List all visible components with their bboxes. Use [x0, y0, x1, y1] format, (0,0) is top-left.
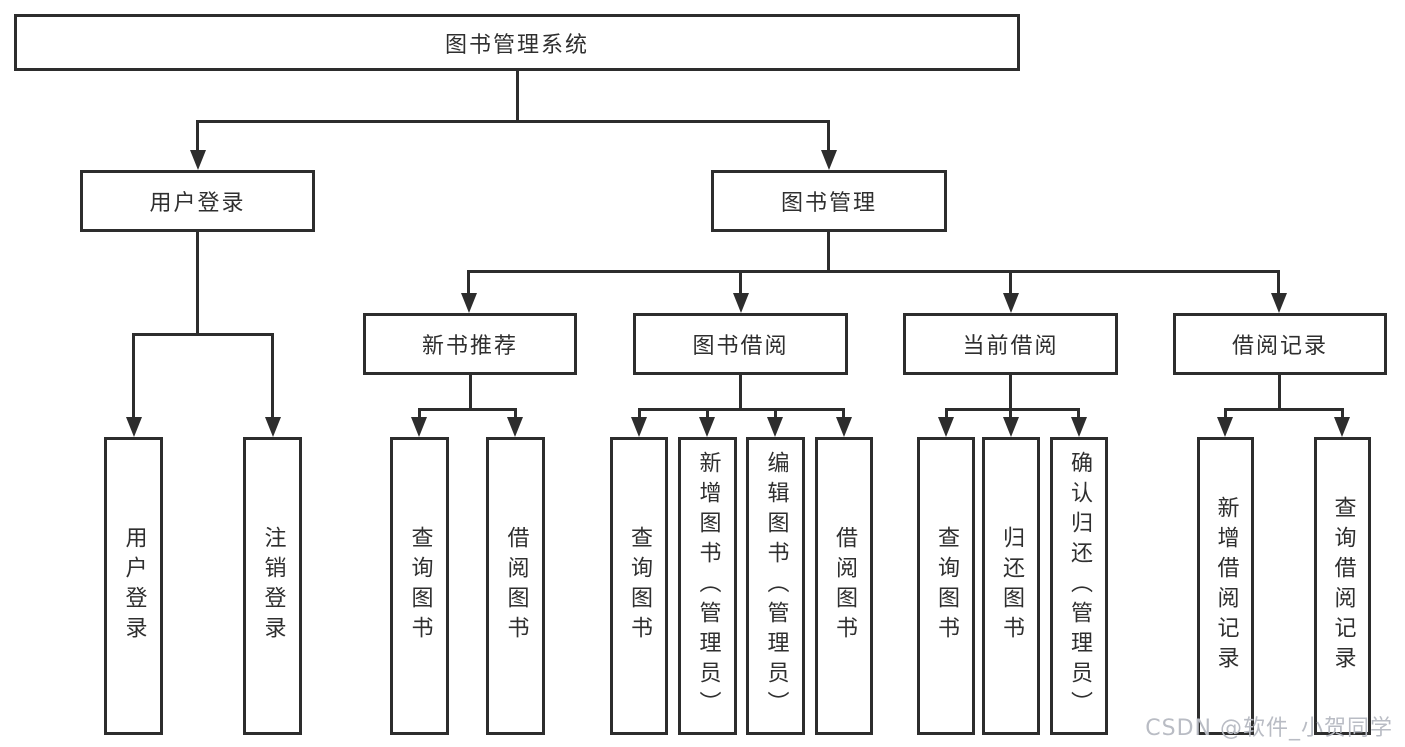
connector-line [271, 333, 274, 417]
node-root: 图书管理系统 [14, 14, 1020, 71]
connector-line [467, 270, 470, 293]
node-book-management: 图书管理 [711, 170, 947, 232]
connector-line [196, 232, 199, 333]
connector-line [132, 333, 274, 336]
node-borrow-records-label: 借阅记录 [1231, 334, 1328, 359]
arrow-down-icon [411, 417, 427, 437]
arrow-down-icon [631, 417, 647, 437]
leaf-add-borrow-record: 新增借阅记录 [1197, 437, 1254, 735]
leaf-query-books-borrow: 查询图书 [610, 437, 668, 735]
leaf-user-login: 用户登录 [104, 437, 163, 735]
node-new-book-recommend-label: 新书推荐 [421, 334, 518, 359]
node-root-label: 图书管理系统 [444, 32, 589, 58]
arrow-down-icon [733, 293, 749, 313]
leaf-borrow-books-label: 借阅图书 [832, 526, 857, 646]
connector-line [739, 270, 742, 293]
connector-line [196, 120, 199, 150]
arrow-down-icon [699, 417, 715, 437]
leaf-return-books-label: 归还图书 [999, 526, 1024, 646]
connector-line [739, 375, 742, 408]
connector-line [1009, 375, 1012, 408]
leaf-query-books-borrow-label: 查询图书 [627, 526, 652, 646]
leaf-query-books-current-label: 查询图书 [934, 526, 959, 646]
leaf-query-borrow-record: 查询借阅记录 [1314, 437, 1371, 735]
watermark: CSDN @软件_小贺同学 [1145, 716, 1393, 741]
arrow-down-icon [1071, 417, 1087, 437]
connector-line [196, 120, 830, 123]
leaf-confirm-return-admin-label: 确认归还（管理员） [1067, 451, 1092, 721]
arrow-down-icon [461, 293, 477, 313]
leaf-user-login-label: 用户登录 [121, 526, 147, 646]
node-user-login-label: 用户登录 [149, 191, 246, 216]
arrow-down-icon [821, 150, 837, 170]
leaf-edit-books-admin: 编辑图书（管理员） [746, 437, 805, 735]
connector-line [1277, 270, 1280, 293]
arrow-down-icon [1003, 417, 1019, 437]
arrow-down-icon [1217, 417, 1233, 437]
arrow-down-icon [767, 417, 783, 437]
connector-line [467, 270, 1280, 273]
leaf-query-books-recommend-label: 查询图书 [407, 526, 433, 646]
arrow-down-icon [1334, 417, 1350, 437]
leaf-borrow-books-recommend: 借阅图书 [486, 437, 545, 735]
arrow-down-icon [190, 150, 206, 170]
connector-line [774, 408, 777, 417]
connector-line [1009, 408, 1012, 417]
connector-line [1278, 375, 1281, 408]
connector-line [1009, 270, 1012, 293]
connector-line [1224, 408, 1343, 411]
arrow-down-icon [836, 417, 852, 437]
connector-line [469, 375, 472, 408]
connector-line [516, 71, 519, 120]
node-current-borrow: 当前借阅 [903, 313, 1118, 375]
leaf-logout: 注销登录 [243, 437, 302, 735]
leaf-return-books: 归还图书 [982, 437, 1040, 735]
leaf-logout-label: 注销登录 [260, 526, 286, 646]
node-book-borrow-label: 图书借阅 [692, 334, 789, 359]
connector-line [1341, 408, 1344, 417]
connector-line [706, 408, 709, 417]
arrow-down-icon [1003, 293, 1019, 313]
leaf-edit-books-admin-label: 编辑图书（管理员） [763, 451, 789, 721]
arrow-down-icon [1271, 293, 1287, 313]
leaf-query-borrow-record-label: 查询借阅记录 [1330, 496, 1356, 676]
connector-line [638, 408, 641, 417]
connector-line [945, 408, 948, 417]
node-borrow-records: 借阅记录 [1173, 313, 1387, 375]
node-book-management-label: 图书管理 [780, 191, 877, 216]
arrow-down-icon [507, 417, 523, 437]
leaf-confirm-return-admin: 确认归还（管理员） [1050, 437, 1108, 735]
node-book-borrow: 图书借阅 [633, 313, 848, 375]
leaf-add-books-admin-label: 新增图书（管理员） [695, 451, 721, 721]
leaf-borrow-books: 借阅图书 [815, 437, 873, 735]
connector-line [418, 408, 516, 411]
connector-line [842, 408, 845, 417]
connector-line [945, 408, 1079, 411]
leaf-add-borrow-record-label: 新增借阅记录 [1213, 496, 1239, 676]
connector-line [638, 408, 844, 411]
connector-line [827, 232, 830, 270]
leaf-query-books-current: 查询图书 [917, 437, 975, 735]
arrow-down-icon [265, 417, 281, 437]
connector-line [1224, 408, 1227, 417]
node-current-borrow-label: 当前借阅 [962, 334, 1059, 359]
connector-line [827, 120, 830, 150]
connector-line [514, 408, 517, 417]
connector-line [132, 333, 135, 417]
arrow-down-icon [938, 417, 954, 437]
node-user-login: 用户登录 [80, 170, 315, 232]
leaf-borrow-books-recommend-label: 借阅图书 [503, 526, 529, 646]
leaf-add-books-admin: 新增图书（管理员） [678, 437, 737, 735]
connector-line [418, 408, 421, 417]
node-new-book-recommend: 新书推荐 [363, 313, 577, 375]
leaf-query-books-recommend: 查询图书 [390, 437, 449, 735]
connector-line [1077, 408, 1080, 417]
arrow-down-icon [126, 417, 142, 437]
